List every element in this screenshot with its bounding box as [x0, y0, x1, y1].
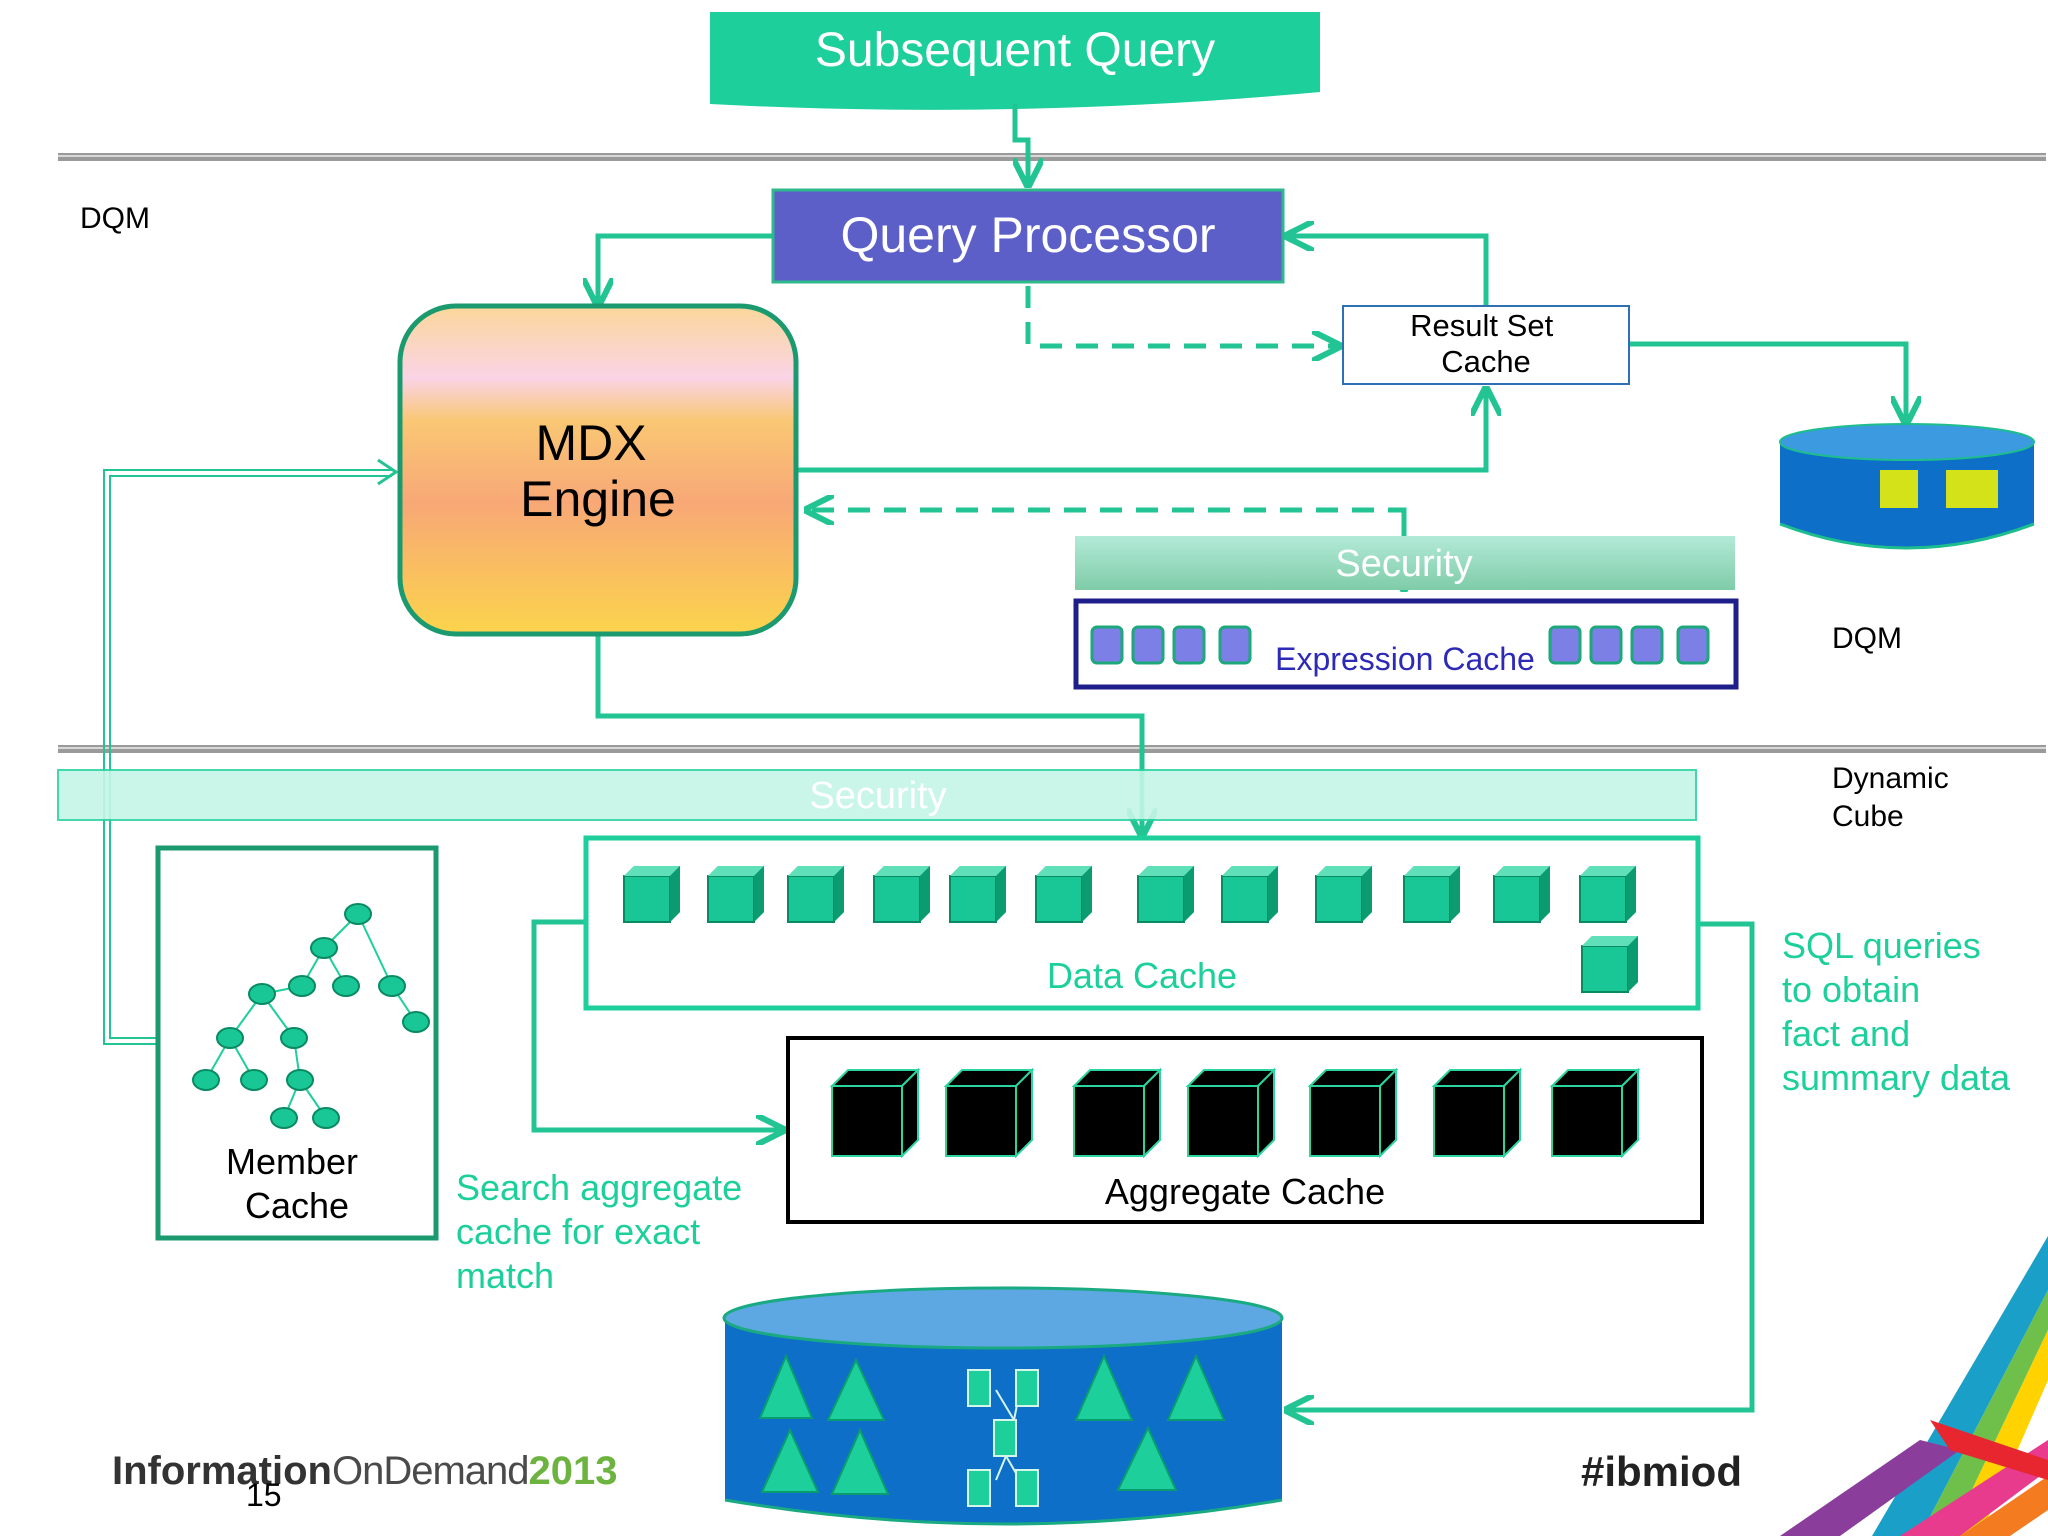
expression-cache-label: Expression Cache [1275, 641, 1535, 677]
result-set-cache-label: Result Set Cache [1410, 308, 1562, 379]
member-cache-box: Member Cache [155, 845, 439, 1241]
arrow-datacache-to-bottom-database [1290, 921, 1755, 1410]
query-processor-label: Query Processor [840, 207, 1215, 263]
subsequent-query-banner: Subsequent Query [710, 12, 1320, 110]
arrow-processor-to-mdx [598, 233, 775, 302]
dashed-arrow-security-to-mdx [810, 510, 1407, 516]
brand-information: Information [112, 1449, 332, 1493]
member-tree-icon [192, 903, 430, 1129]
dashed-arrow-processor-to-resultcache [1025, 286, 1336, 346]
data-warehouse-database-icon [722, 1286, 1284, 1526]
svg-text:InformationOnDemand2013: InformationOnDemand2013 [112, 1449, 618, 1493]
dqm-label-top: DQM [80, 202, 150, 235]
data-cache-label: Data Cache [1047, 955, 1237, 996]
aggregate-cache-label: Aggregate Cache [1105, 1171, 1385, 1212]
expression-cache-box: Expression Cache [1073, 598, 1739, 690]
hashtag: #ibmiod [1581, 1448, 1742, 1495]
sql-queries-annotation: SQL queries to obtain fact and summary d… [1782, 925, 2011, 1098]
data-cache-box: Data Cache [583, 835, 1701, 1011]
subsequent-query-title: Subsequent Query [815, 24, 1215, 77]
brand-ondemand: OnDemand [332, 1449, 529, 1493]
arrow-resultcache-to-database [1628, 341, 1906, 420]
arrow-query-to-processor [1012, 104, 1028, 182]
mdx-engine-label: MDX Engine [520, 415, 676, 527]
dqm-label-right: DQM [1832, 622, 1902, 655]
security-band-dynamic-cube: Security [57, 769, 1697, 821]
brand-year: 2013 [529, 1449, 618, 1493]
member-cache-connector [103, 458, 399, 1045]
page-number: 15 [246, 1477, 282, 1513]
dqm-database-icon [1779, 423, 2035, 550]
query-processor-box: Query Processor [771, 188, 1285, 284]
security-label-band: Security [809, 775, 946, 817]
result-set-cache-box: Result Set Cache [1342, 305, 1630, 385]
search-aggregate-annotation: Search aggregate cache for exact match [456, 1167, 752, 1296]
ibm-ribbon-graphic [1780, 1236, 2048, 1536]
dynamic-cube-label: Dynamic Cube [1832, 762, 1957, 833]
member-cache-label: Member Cache [226, 1141, 368, 1226]
mdx-engine-box: MDX Engine [397, 303, 799, 637]
arrow-resultcache-to-processor [1290, 236, 1489, 306]
conference-logo: InformationOnDemand2013 [112, 1449, 618, 1493]
arrow-datacache-to-aggregatecache [531, 919, 780, 1130]
aggregate-cache-box: Aggregate Cache [786, 1036, 1704, 1224]
security-label-top: Security [1335, 543, 1472, 585]
arrow-mdx-to-resultcache [796, 392, 1486, 473]
security-bar-top: Security [1075, 536, 1735, 590]
